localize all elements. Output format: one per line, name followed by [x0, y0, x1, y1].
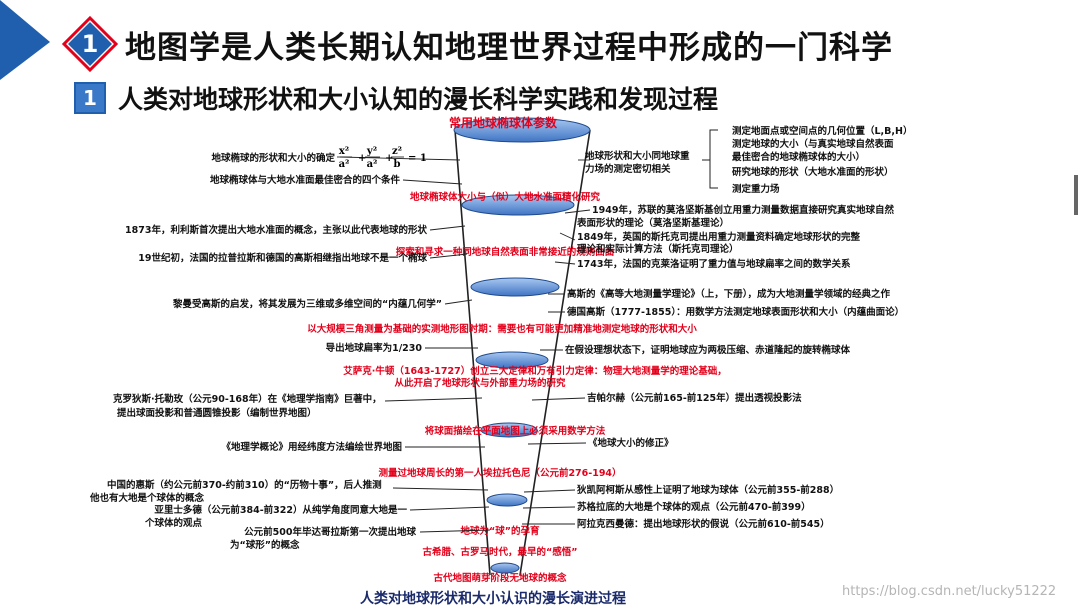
left-note-8: 提出球面投影和普通圆锥投影（编制世界地图）	[117, 407, 317, 419]
bracket-item-3: 最佳密合的地球椭球体的大小）	[732, 151, 865, 163]
left-note-1: 地球椭球的形状和大小的确定	[211, 152, 335, 164]
watermark: https://blog.csdn.net/lucky51222	[842, 584, 1057, 599]
right-note-2: 力场的测定密切相关	[585, 163, 671, 175]
bracket-item-5: 测定重力场	[732, 183, 780, 195]
svg-text:y²: y²	[366, 146, 377, 157]
right-note-11: 吉帕尔赫（公元前165-前125年）提出透视投影法	[587, 392, 802, 404]
left-note-11: 他也有大地是个球体的概念	[89, 492, 205, 504]
header-decoration	[0, 0, 119, 80]
stage-label-6: 将球面描绘在平面地图上必须采用数学方法	[425, 425, 606, 437]
svg-text:= 1: = 1	[408, 153, 427, 164]
stage-label-8: 地球为“球”的孕育	[461, 525, 540, 537]
right-note-8: 高斯的《高等大地测量学理论》（上，下册），成为大地测量学领域的经典之作	[567, 288, 891, 300]
svg-text:a²: a²	[339, 159, 350, 170]
header-arrow-shape	[0, 0, 50, 80]
left-note-10: 中国的惠斯（约公元前370-约前310）的“历物十事”，后人推测	[107, 479, 382, 491]
funnel-ellipse-5	[480, 422, 538, 438]
right-note-10: 在假设理想状态下，证明地球应为两极压缩、赤道隆起的旋转椭球体	[565, 344, 851, 356]
right-note-3: 1949年，苏联的莫洛坚斯基创立用重力测量数据直接研究真实地球自然	[592, 204, 894, 216]
sub-number-box: 1	[74, 82, 106, 114]
left-note-7: 克罗狄斯·托勒玫（公元90-168年）在《地理学指南》巨著中，	[113, 393, 382, 405]
right-note-13: 狄凯阿柯斯从感性上证明了地球为球体（公元前355-前288）	[576, 484, 839, 496]
bracket-item-1: 测定地面点或空间点的几何位置（L,B,H）	[732, 125, 912, 137]
left-note-12: 亚里士多德（公元前384-前322）从纯学角度同意大地是一	[154, 504, 407, 516]
stage-label-5: 从此开启了地球形状与外部重力场的研究	[394, 377, 566, 389]
left-note-14: 公元前500年毕达哥拉斯第一次提出地球	[244, 526, 416, 538]
funnel-top-label: 常用地球椭球体参数	[449, 115, 558, 130]
funnel-ellipse-1	[453, 117, 591, 143]
stage-label-1: 地球椭球体大小与（似）大地水准面精化研究	[410, 191, 601, 203]
right-note-1: 地球形状和大小同地球重	[585, 150, 690, 162]
bracket-item-4: 研究地球的形状（大地水准面的形状）	[732, 166, 894, 178]
stage-label-9: 古希腊、古罗马时代，最早的“感悟”	[423, 546, 578, 558]
scrollbar-handle[interactable]	[1074, 175, 1078, 215]
right-note-5: 1849年，英国的斯托克司提出用重力测量资料确定地球形状的完整	[577, 231, 860, 243]
left-note-2: 地球椭球体与大地水准面最佳密合的四个条件	[210, 174, 401, 186]
right-note-12: 《地球大小的修正》	[588, 437, 674, 449]
slide-title: 地图学是人类长期认知地理世界过程中形成的一门科学	[125, 30, 893, 66]
right-note-7: 1743年，法国的克莱洛证明了重力值与地球扁率之间的数学关系	[577, 258, 851, 270]
funnel-ellipse-2	[461, 194, 575, 216]
funnel-left-wall	[454, 129, 491, 576]
svg-text:a²: a²	[367, 159, 378, 170]
funnel-ellipse-6	[486, 493, 528, 507]
svg-text:+: +	[385, 153, 393, 164]
stage-label-3: 以大规模三角测量为基础的实测地形图时期：需要也有可能更加精准地测定地球的形状和大…	[307, 323, 697, 335]
right-note-15: 阿拉克西曼德：提出地球形状的假说（公元前610-前545）	[577, 518, 830, 530]
stage-label-2: 探索和寻求一种同地球自然表面非常接近的规则曲面	[396, 246, 615, 258]
slide-subtitle: 人类对地球形状和大小认知的漫长科学实践和发现过程	[118, 85, 719, 114]
left-note-13: 个球体的观点	[144, 517, 203, 529]
right-note-14: 苏格拉底的大地是个球体的观点（公元前470-前399）	[577, 501, 811, 513]
svg-text:x²: x²	[339, 146, 349, 157]
right-bracket	[702, 129, 718, 189]
right-note-6: 理论和实际计算方法（斯托克司理论）	[577, 243, 739, 255]
svg-text:b: b	[394, 159, 401, 170]
funnel-ellipse-3	[470, 277, 560, 297]
left-note-5: 黎曼受高斯的启发，将其发展为三维或多维空间的“内蕴几何学”	[172, 298, 442, 310]
right-connectors	[522, 159, 591, 525]
stage-label-10: 古代地图萌芽阶段无地球的概念	[433, 572, 567, 584]
right-note-4: 表面形状的理论（莫洛坚斯基理论）	[576, 217, 729, 229]
left-note-9: 《地理学概论》用经纬度方法编绘世界地图	[221, 441, 402, 453]
right-note-9: 德国高斯（1777-1855）：用数学方法测定地球表面形状和大小（内蕴曲面论）	[567, 306, 904, 318]
svg-text:+: +	[358, 153, 366, 164]
header-diamond-inner	[68, 22, 112, 66]
left-note-15: 为“球形”的概念	[230, 539, 300, 551]
funnel-ellipse-4	[475, 351, 549, 369]
left-note-4: 19世纪初，法国的拉普拉斯和德国的高斯相继指出地球不是一个椭球	[138, 252, 427, 264]
left-note-6: 导出地球扁率为1/230	[326, 342, 423, 354]
slide-number: 1	[81, 30, 99, 58]
left-connectors	[339, 156, 491, 533]
stage-label-4: 艾萨克·牛顿（1643-1727）创立三大定律和万有引力定律：物理大地测量学的理…	[343, 365, 726, 377]
left-note-3: 1873年，利利斯首次提出大地水准面的概念，主张以此代表地球的形状	[125, 224, 427, 236]
funnel-right-wall	[519, 129, 591, 576]
stage-label-7: 测量过地球周长的第一人埃拉托色尼（公元前276-194）	[378, 467, 621, 479]
ellipsoid-formula: x² a² + y² a² + z² b = 1	[337, 146, 427, 170]
funnel-caption: 人类对地球形状和大小认识的漫长演进过程	[360, 591, 626, 607]
funnel-ellipse-7	[490, 562, 520, 574]
bracket-item-2: 测定地球的大小（与真实地球自然表面	[732, 138, 894, 150]
svg-text:z²: z²	[392, 146, 402, 157]
